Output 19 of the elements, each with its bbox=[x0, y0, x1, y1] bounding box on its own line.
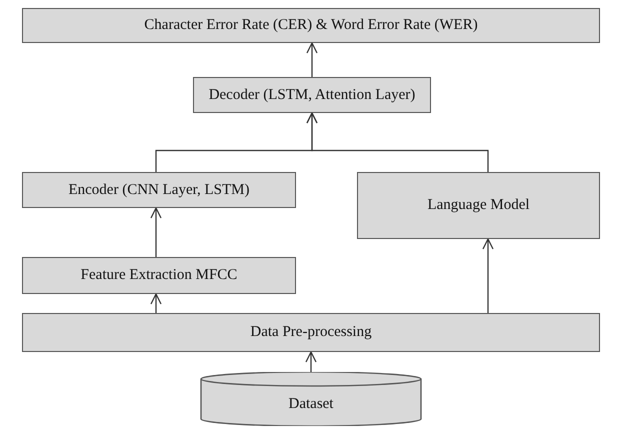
process-box bbox=[22, 313, 600, 352]
process-box bbox=[357, 172, 600, 239]
node-label: Feature Extraction MFCC bbox=[80, 267, 238, 284]
process-box bbox=[22, 257, 296, 294]
arrow bbox=[150, 293, 162, 313]
arrow bbox=[306, 112, 489, 172]
node-label: Dataset bbox=[288, 396, 334, 412]
process-box bbox=[22, 8, 600, 43]
process-box bbox=[22, 172, 296, 208]
node-label: Data Pre-processing bbox=[250, 324, 372, 341]
arrow bbox=[482, 238, 494, 313]
arrow bbox=[150, 207, 162, 257]
node-label: Encoder (CNN Layer, LSTM) bbox=[68, 182, 250, 198]
node-label: Character Error Rate (CER) & Word Error Rate (WER) bbox=[144, 17, 478, 34]
arrow bbox=[305, 351, 317, 372]
node-label: Language Model bbox=[427, 197, 530, 214]
process-box bbox=[193, 77, 431, 113]
node-label: Decoder (LSTM, Attention Layer) bbox=[208, 86, 416, 104]
arrow bbox=[306, 42, 318, 77]
